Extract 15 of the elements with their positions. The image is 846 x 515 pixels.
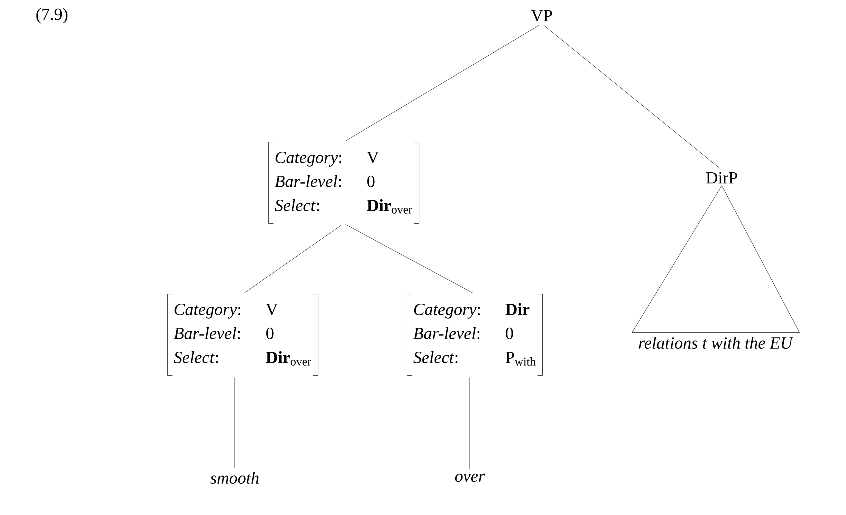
- example-number: (7.9): [36, 8, 68, 24]
- branch-line: [346, 224, 474, 294]
- feature-matrix: Category: V Bar-level: 0 Select: Dir$_{over}$: [268, 142, 420, 224]
- feature-matrix: Category: V Bar-level: 0 Select: Dir$_{over}$: [168, 294, 318, 376]
- branch-line: [543, 24, 721, 170]
- branch-line: [234, 378, 236, 468]
- branch-line: [244, 224, 343, 294]
- tree-label: relations t with the EU: [639, 337, 794, 349]
- branch-line: [346, 24, 540, 142]
- tree-label: over: [455, 474, 486, 482]
- tree-label: VP: [531, 10, 552, 22]
- triangle-roof: [632, 186, 800, 334]
- feature-matrix: Category: Dir Bar-level: 0 Select: P$_{with}$: [407, 294, 543, 376]
- tree-label: DirP: [706, 172, 738, 184]
- tree-label: smooth: [210, 472, 259, 484]
